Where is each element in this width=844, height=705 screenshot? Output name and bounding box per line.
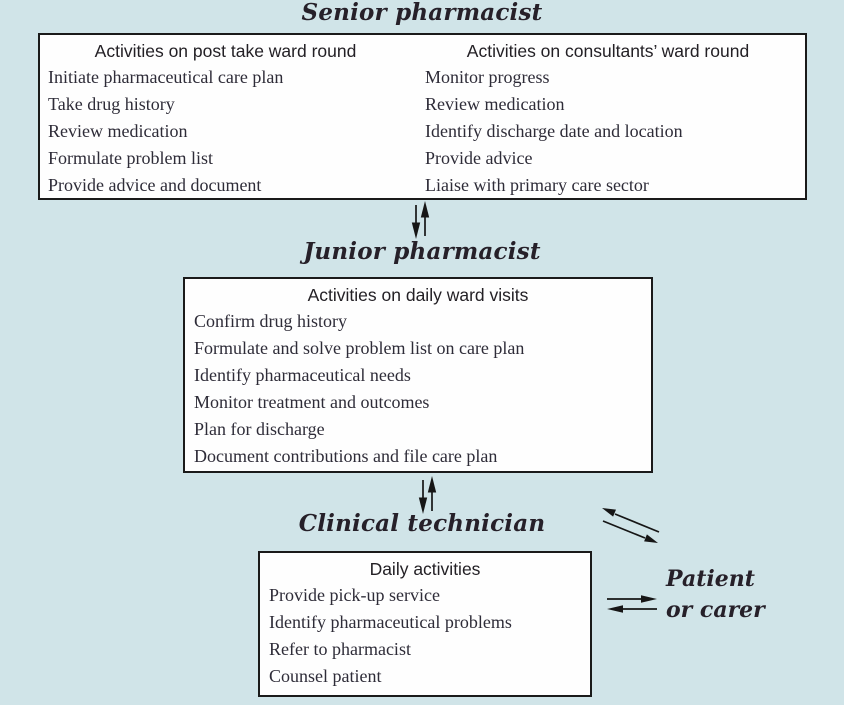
list-item: Provide pick-up service (269, 585, 440, 605)
post-take-item-list: Initiate pharmaceutical care plan Take d… (40, 64, 411, 199)
senior-activities-box: Activities on post take ward round Initi… (38, 33, 807, 200)
list-item: Identify pharmaceutical problems (269, 612, 512, 632)
consultants-item-list: Monitor progress Review medication Ident… (411, 64, 805, 199)
list-item: Review medication (425, 94, 565, 114)
list-item: Provide advice and document (48, 175, 262, 195)
junior-technician-exchange-arrows-icon (418, 476, 437, 514)
list-item: Review medication (48, 121, 188, 141)
technician-patient-exchange-arrows-icon (602, 508, 660, 543)
technician-activities-box: Daily activities Provide pick-up service… (258, 551, 592, 697)
senior-junior-exchange-arrows-icon (411, 201, 430, 239)
list-item: Provide advice (425, 148, 533, 168)
list-item: Initiate pharmaceutical care plan (48, 67, 284, 87)
patient-label-line1: Patient (666, 566, 755, 592)
technician-patient-horizontal-exchange-arrows-icon (607, 595, 657, 613)
list-item: Counsel patient (269, 666, 382, 686)
patient-label-line2: or carer (666, 597, 765, 623)
list-item: Take drug history (48, 94, 175, 114)
consultants-column-header: Activities on consultants’ ward round (466, 41, 750, 61)
list-item: Identify pharmaceutical needs (194, 365, 411, 385)
daily-ward-visits-header: Activities on daily ward visits (307, 285, 529, 305)
list-item: Document contributions and file care pla… (194, 446, 498, 466)
daily-ward-visits-item-list: Confirm drug history Formulate and solve… (185, 308, 651, 470)
junior-activities-box: Activities on daily ward visits Confirm … (183, 277, 653, 473)
senior-pharmacist-title: Senior pharmacist (301, 0, 543, 26)
daily-activities-item-list: Provide pick-up service Identify pharmac… (260, 582, 590, 690)
patient-or-carer-label: Patient or carer (666, 564, 765, 626)
junior-pharmacist-title: Junior pharmacist (303, 238, 541, 265)
list-item: Monitor progress (425, 67, 550, 87)
daily-activities-header: Daily activities (369, 559, 481, 579)
post-take-column-header: Activities on post take ward round (94, 41, 357, 61)
consultants-ward-round-column: Activities on consultants’ ward round Mo… (411, 35, 805, 198)
post-take-ward-round-column: Activities on post take ward round Initi… (40, 35, 411, 198)
list-item: Identify discharge date and location (425, 121, 683, 141)
clinical-technician-title: Clinical technician (298, 510, 546, 537)
list-item: Monitor treatment and outcomes (194, 392, 430, 412)
list-item: Refer to pharmacist (269, 639, 411, 659)
list-item: Formulate and solve problem list on care… (194, 338, 525, 358)
list-item: Plan for discharge (194, 419, 325, 439)
list-item: Formulate problem list (48, 148, 213, 168)
list-item: Liaise with primary care sector (425, 175, 649, 195)
list-item: Confirm drug history (194, 311, 347, 331)
